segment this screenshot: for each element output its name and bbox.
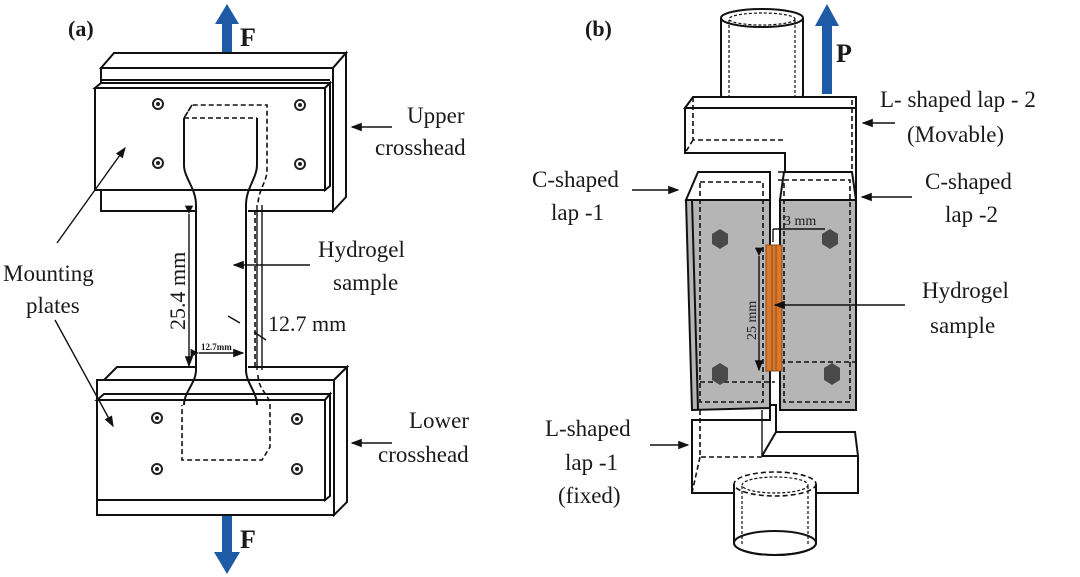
force-label-bottom: F (240, 525, 256, 554)
c-lap-2-label-2: lap -2 (945, 202, 998, 227)
c-lap-1-label-2: lap -1 (551, 200, 604, 225)
mounting-plates-label-2: plates (26, 293, 80, 318)
mounting-plate-leader-lower (54, 319, 114, 428)
l-shaped-lap-1 (691, 404, 859, 494)
dimension-gauge-length-text: 25.4 mm (165, 252, 190, 330)
hydrogel-label-a-1: Hydrogel (318, 237, 405, 262)
l-lap-1-label-3: (fixed) (558, 483, 621, 508)
dimension-width-text: 12.7mm (201, 342, 232, 352)
upper-crosshead (92, 50, 349, 214)
panel-a-label: (a) (68, 16, 94, 41)
upper-crosshead-label-2: crosshead (375, 135, 466, 160)
bolt-icons-upper (152, 98, 306, 170)
thickness-tick-right (253, 331, 267, 341)
lower-grip-cylinder (733, 471, 817, 556)
lower-crosshead (94, 364, 350, 518)
lower-crosshead-label-2: crosshead (378, 442, 469, 467)
c-shaped-lap-2 (778, 171, 858, 411)
upper-grip-cylinder (720, 8, 804, 105)
upper-crosshead-label-1: Upper (407, 103, 465, 128)
l-lap-2-label-1: L- shaped lap - 2 (880, 87, 1036, 112)
hydrogel-dogbone-sample (181, 104, 271, 461)
lower-crosshead-label-1: Lower (409, 408, 469, 433)
c-lap-2-label-1: C-shaped (925, 169, 1012, 194)
hydrogel-label-b-1: Hydrogel (922, 278, 1009, 303)
bolt-icons-lower (151, 412, 303, 475)
hydrogel-lap-sample (765, 244, 783, 372)
force-arrow-p (815, 4, 839, 94)
force-arrow-bottom (214, 516, 240, 574)
c-shaped-lap-1 (684, 171, 775, 412)
gap-dimension-text: 3 mm (784, 214, 816, 229)
thickness-tick-left (227, 315, 241, 324)
force-label-p: P (836, 39, 852, 68)
hydrogel-label-a-2: sample (333, 270, 398, 295)
l-lap-1-label-1: L-shaped (545, 416, 631, 441)
mounting-plate-leader-upper (56, 146, 126, 244)
force-label-top: F (240, 23, 256, 52)
c-lap-1-label-1: C-shaped (532, 167, 619, 192)
force-arrow-top (215, 4, 239, 62)
panel-b: (b) P (532, 4, 1036, 556)
l-lap-1-label-2: lap -1 (565, 450, 618, 475)
panel-b-label: (b) (585, 16, 612, 41)
overlap-dimension-text: 25 mm (745, 301, 760, 340)
mounting-plates-label-1: Mounting (3, 261, 94, 286)
hydrogel-label-b-2: sample (930, 313, 995, 338)
dimension-thickness-text: 12.7 mm (268, 311, 346, 336)
panel-a: (a) F (3, 4, 469, 574)
l-lap-2-label-2: (Movable) (907, 122, 1004, 147)
hex-bolt-icons (712, 229, 840, 385)
